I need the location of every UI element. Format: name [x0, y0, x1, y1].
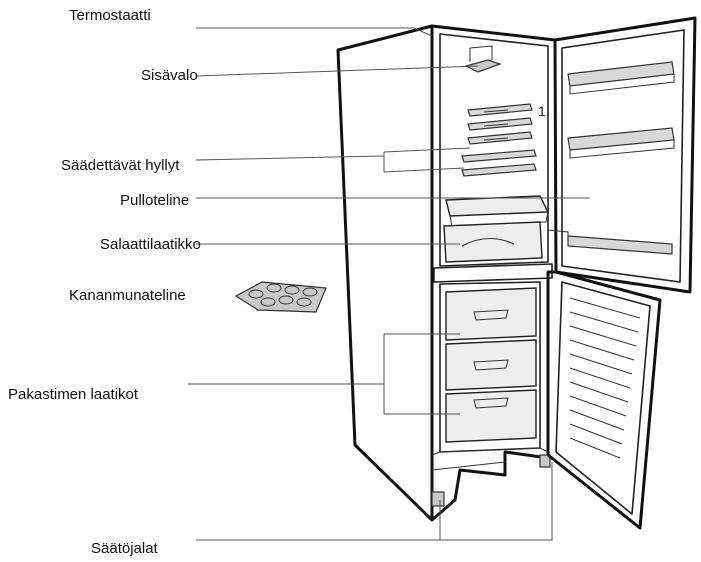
bottle-rack [445, 195, 550, 227]
label-saatojalat: Säätöjalat [91, 540, 158, 557]
leader-sisavalo [195, 65, 479, 77]
foot-left [431, 491, 445, 507]
label-sisavalo: Sisävalo [141, 67, 198, 84]
salad-crisper [443, 221, 543, 263]
label-pakastimen-laatikot: Pakastimen laatikot [8, 386, 139, 403]
freezer-door [547, 270, 662, 530]
leader-pakastin [188, 333, 460, 415]
fridge-door [547, 16, 697, 294]
label-pulloteline: Pulloteline [120, 192, 190, 209]
leader-termostaatti [196, 27, 433, 37]
thermostat-housing [464, 59, 502, 73]
leader-saatojalat [196, 462, 553, 541]
leader-hyllyt [195, 147, 471, 173]
leader-lines [188, 27, 590, 541]
label-saadettavat-hyllyt: Säädettävät hyllyt [61, 157, 180, 174]
label-termostaatti: Termostaatti [69, 7, 151, 24]
label-kananmunateline: Kananmunateline [69, 287, 186, 304]
label-salaattilaatikko: Salaattilaatikko [100, 236, 201, 253]
foot-right [539, 454, 551, 468]
egg-tray-illustration [234, 281, 327, 313]
fridge-shelves: 1 [461, 103, 546, 177]
shelf-number: 1 [538, 103, 546, 119]
freezer-drawers [445, 287, 537, 443]
cabinet-body [336, 24, 558, 522]
